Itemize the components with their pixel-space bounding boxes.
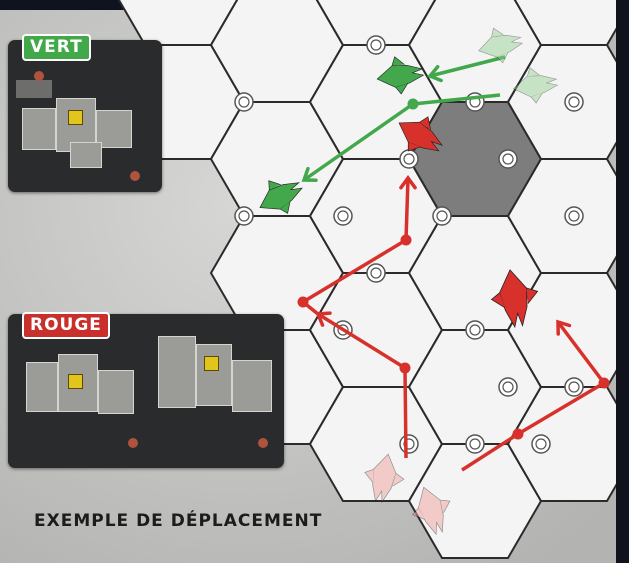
marker-ring-icon [499, 378, 517, 396]
marker-ring-icon [235, 207, 253, 225]
marker-ring-icon [235, 93, 253, 111]
path-waypoint [401, 235, 412, 246]
marker-ring-icon [466, 321, 484, 339]
marker-ring-icon [499, 150, 517, 168]
power-core-icon [68, 374, 83, 389]
caption-title: EXEMPLE DE DÉPLACEMENT [34, 511, 322, 531]
hull-point-icon [34, 71, 44, 81]
marker-ring-icon [367, 264, 385, 282]
power-core-icon [204, 356, 219, 371]
hull-point-icon [130, 171, 140, 181]
green-player-card [8, 40, 162, 192]
marker-ring-icon [433, 207, 451, 225]
power-core-icon [68, 110, 83, 125]
marker-ring-icon [400, 435, 418, 453]
marker-ring-icon [400, 150, 418, 168]
marker-ring-icon [334, 207, 352, 225]
hull-point-icon [128, 438, 138, 448]
board-edge [616, 0, 629, 563]
marker-ring-icon [565, 93, 583, 111]
path-waypoint [400, 363, 411, 374]
green-player-label: VERT [22, 34, 91, 61]
marker-ring-icon [466, 435, 484, 453]
path-waypoint [599, 378, 610, 389]
hull-point-icon [258, 438, 268, 448]
red-player-label: ROUGE [22, 312, 110, 339]
path-waypoint [513, 429, 524, 440]
marker-ring-icon [532, 435, 550, 453]
marker-ring-icon [565, 207, 583, 225]
path-waypoint [408, 99, 419, 110]
marker-ring-icon [565, 378, 583, 396]
path-waypoint [298, 297, 309, 308]
marker-ring-icon [367, 36, 385, 54]
